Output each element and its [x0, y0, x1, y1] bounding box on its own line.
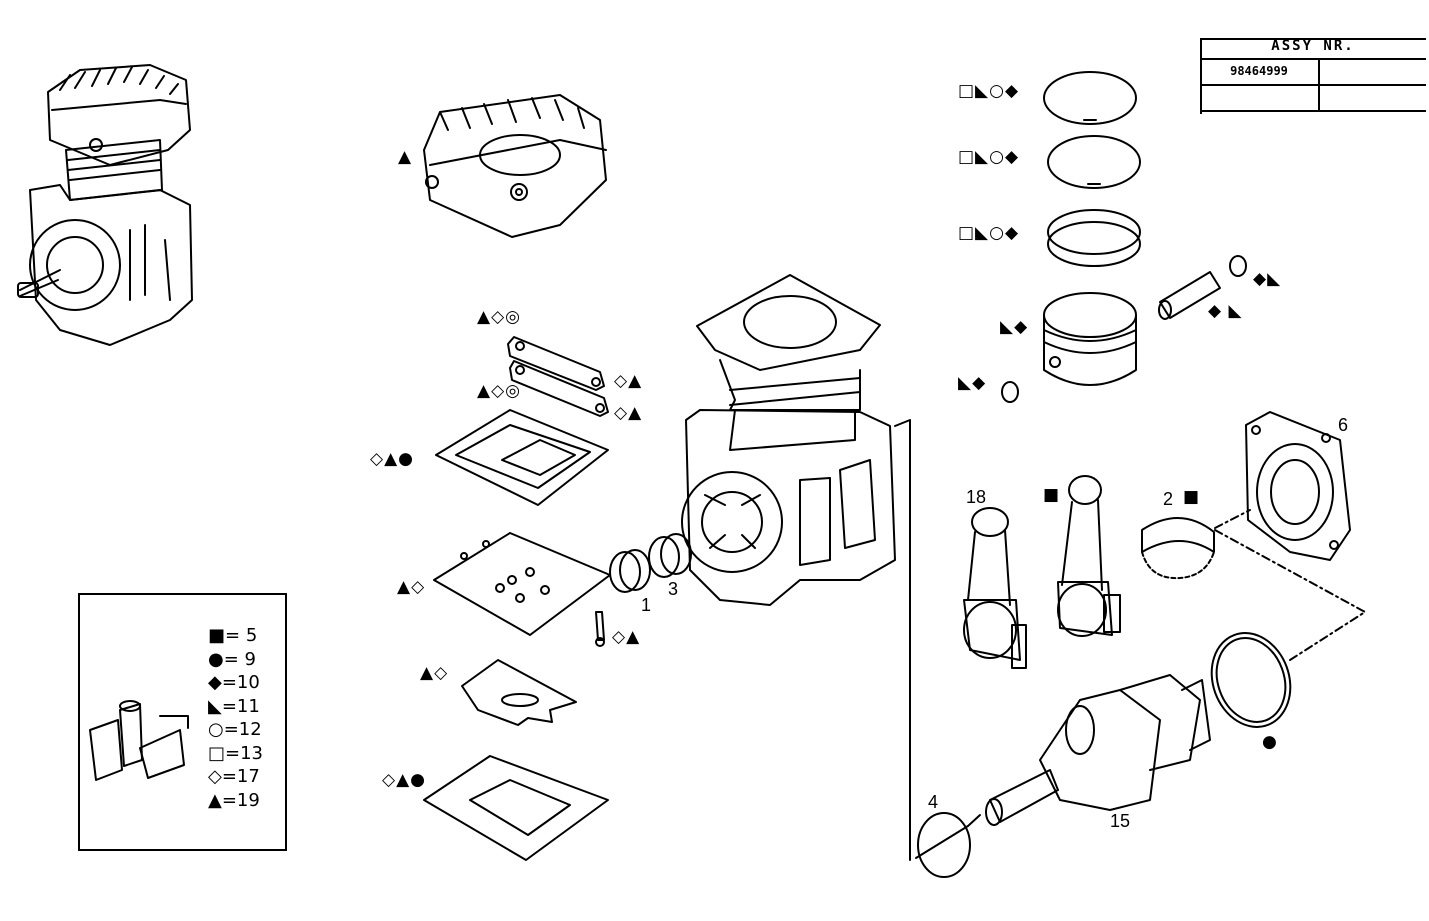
piston-pin-drawing	[1001, 255, 1247, 403]
legend-value: =17	[221, 766, 260, 787]
valve-plates-drawing	[423, 336, 611, 861]
legend-item: ◣=11	[208, 695, 260, 717]
kit-symbols-reed-valve-1-right: ◇▲	[614, 371, 643, 391]
assy-table-divider	[1318, 58, 1320, 112]
cylinder-head-drawing	[423, 94, 607, 238]
legend-symbol: ◣	[208, 695, 222, 717]
legend-symbol: ●	[208, 648, 224, 670]
kit-symbols-reed-valve-2-right: ◇▲	[614, 403, 643, 423]
kit-symbols-plate-2: ▲◇	[420, 663, 449, 683]
part-label-2: 2	[1163, 489, 1174, 509]
legend-item: ▲=19	[208, 789, 260, 811]
legend-value: = 9	[223, 648, 256, 670]
legend-item: ◆=10	[208, 673, 260, 693]
kit-symbols-ring-1: □◣○◆	[958, 81, 1020, 101]
legend-value: =13	[225, 742, 264, 764]
assy-table-header: ASSY NR.	[1271, 38, 1355, 54]
kit-symbols-ring-3: □◣○◆	[958, 223, 1020, 243]
kit-illustration	[89, 700, 189, 781]
kit-symbols-ring-2: □◣○◆	[958, 147, 1020, 167]
legend-symbol: ▲	[208, 789, 222, 811]
legend-item: ○=12	[208, 720, 262, 740]
part-label-18: 18	[966, 487, 987, 507]
legend-value: =10	[221, 672, 260, 693]
legend-item: ■= 5	[208, 626, 257, 646]
kit-symbols-gasket-1: ◇▲●	[370, 449, 414, 469]
kit-symbols-reed-valve-2: ▲◇◎	[477, 381, 521, 401]
legend-item: □=13	[208, 742, 264, 764]
bearing-shell-drawing	[1141, 517, 1215, 580]
kit-symbols-screw: ◇▲	[612, 627, 641, 647]
kit-symbols-reed-valve-1: ▲◇◎	[477, 307, 521, 327]
kit-symbols-piston-pin: ◆ ◣	[1208, 301, 1243, 321]
part-label-4: 4	[928, 792, 939, 812]
kit-symbols-o-ring: ●	[1262, 732, 1278, 752]
legend-item: ◇=17	[208, 767, 260, 787]
legend-symbol: ◆	[208, 672, 222, 693]
kit-symbols-circlip-2: ◣◆	[958, 373, 987, 393]
legend-symbol: □	[208, 742, 226, 764]
assy-table	[1200, 38, 1426, 114]
legend-symbol: ◇	[208, 766, 222, 787]
part-label-3: 3	[668, 579, 679, 599]
legend-value: =11	[221, 695, 260, 717]
thrust-washer-drawing	[915, 812, 981, 878]
legend-item: ●= 9	[208, 648, 256, 670]
kit-legend	[78, 593, 287, 851]
legend-value: = 5	[225, 625, 258, 646]
assembled-compressor-drawing	[17, 64, 193, 346]
assy-table-row	[1200, 84, 1426, 112]
o-ring-drawing	[1210, 632, 1292, 728]
bushings-drawing	[609, 533, 692, 593]
assy-table-row	[1200, 110, 1426, 138]
kit-symbols-cylinder-head: ▲	[398, 147, 413, 167]
kit-symbols-valve-plate: ▲◇	[397, 577, 426, 597]
crankcase-body-drawing	[681, 274, 911, 861]
crankshaft-drawing	[985, 674, 1211, 826]
assy-number: 98464999	[1230, 64, 1288, 78]
kit-symbols-piston: ◣◆	[1000, 317, 1029, 337]
part-label-15: 15	[1110, 811, 1131, 831]
piston-rings-drawing	[1043, 71, 1141, 267]
legend-symbol: ○	[208, 719, 224, 740]
part-label-6: 6	[1338, 415, 1349, 435]
kit-symbols-connecting-rod: ■	[1043, 485, 1061, 505]
connecting-rods-drawing	[963, 475, 1121, 669]
legend-value: =12	[223, 719, 262, 740]
assy-table-row	[1200, 58, 1426, 86]
end-cover-drawing	[1214, 411, 1366, 661]
kit-symbols-bearing-shell: ■	[1183, 487, 1201, 507]
part-label-1: 1	[641, 595, 652, 615]
legend-symbol: ■	[208, 625, 226, 646]
kit-symbols-circlip: ◆◣	[1253, 269, 1282, 289]
legend-value: =19	[221, 789, 260, 811]
kit-symbols-gasket-2: ◇▲●	[382, 770, 426, 790]
piston-drawing	[1043, 292, 1137, 386]
